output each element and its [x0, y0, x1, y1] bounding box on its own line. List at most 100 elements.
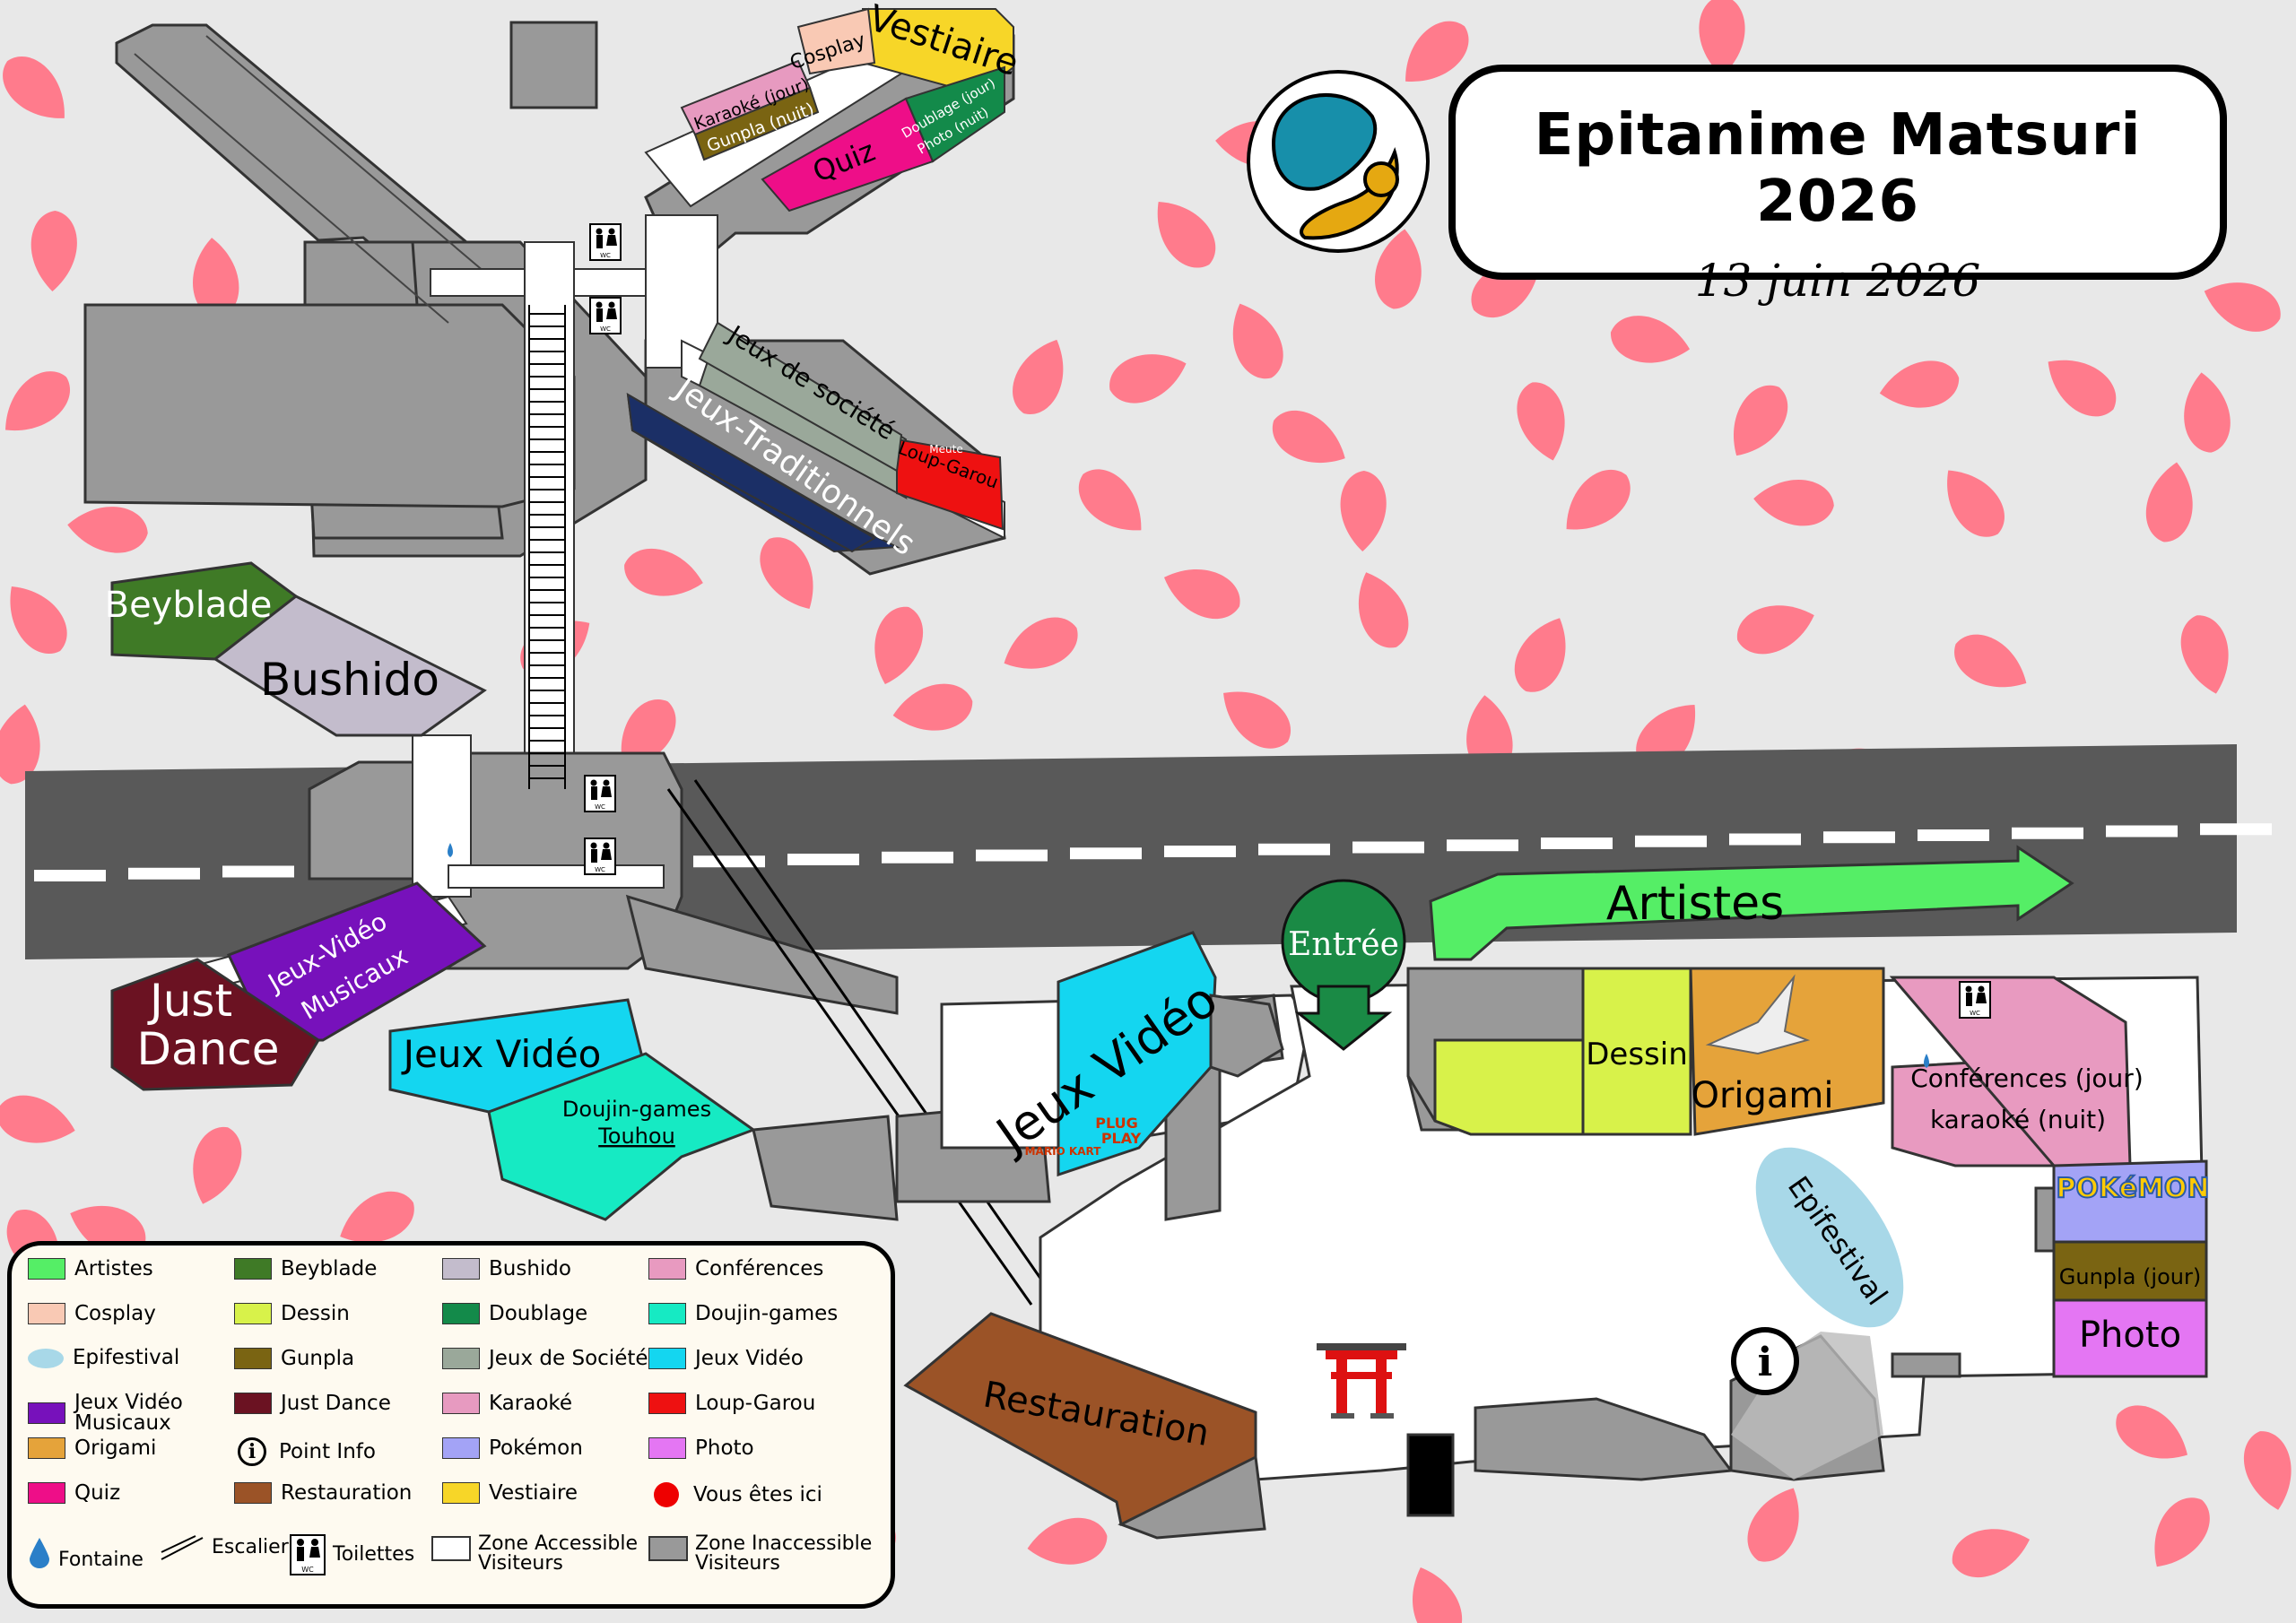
- logo-icon: [1247, 70, 1430, 253]
- room-just-dance: [110, 958, 321, 1091]
- legend-item: Quiz: [28, 1482, 234, 1504]
- petal: [2204, 282, 2281, 332]
- room-doujin-games: [487, 1052, 757, 1221]
- svg-text:WC: WC: [600, 325, 611, 333]
- road-dash: [1918, 829, 1989, 841]
- room-loup-garou: [896, 438, 1004, 531]
- wc-icon: WC: [1959, 981, 1991, 1019]
- petal: [1699, 0, 1745, 76]
- legend-label: Jeux de Société: [489, 1346, 648, 1370]
- petal: [0, 704, 40, 785]
- road-dash: [1070, 847, 1142, 860]
- svg-text:WC: WC: [595, 803, 605, 811]
- legend-item: Karaoké: [442, 1393, 648, 1414]
- petal: [1514, 618, 1566, 692]
- legend-item: Photo: [648, 1437, 855, 1459]
- legend-label: Loup-Garou: [695, 1391, 816, 1415]
- label-dance: Dance: [136, 1023, 279, 1075]
- svg-text:WC: WC: [600, 252, 611, 259]
- legend-item: Dessin: [234, 1303, 440, 1324]
- legend-escalier: Escalier: [160, 1534, 289, 1561]
- legend-swatch: [442, 1482, 480, 1504]
- petal: [874, 606, 923, 685]
- petal: [1157, 202, 1216, 268]
- petal: [760, 537, 813, 609]
- road-dash: [882, 851, 953, 864]
- petal: [2116, 1405, 2187, 1459]
- road-dash: [222, 865, 294, 878]
- entrance-label: Entrée: [1288, 926, 1399, 963]
- legend-swatch: [28, 1437, 65, 1459]
- petal: [1375, 229, 1422, 309]
- road-dash: [1164, 846, 1236, 857]
- stairs-icon: [161, 1535, 204, 1560]
- legend-swatch: [442, 1437, 480, 1459]
- svg-text:WC: WC: [1970, 1010, 1980, 1017]
- legend-swatch: [234, 1348, 272, 1369]
- legend-item: Vestiaire: [442, 1482, 648, 1504]
- label-play: PLAY: [1101, 1130, 1142, 1147]
- legend-label: Gunpla: [281, 1346, 355, 1370]
- legend-label: Dessin: [281, 1301, 350, 1325]
- road-dash: [1258, 843, 1330, 855]
- petal: [30, 211, 77, 291]
- room-photo: [2052, 1298, 2208, 1378]
- legend-label: Bushido: [489, 1256, 571, 1280]
- label-gunpla-jour: Gunpla (jour): [2059, 1264, 2201, 1289]
- road-dash: [1635, 835, 1707, 847]
- legend-swatch: [648, 1437, 686, 1459]
- legend-swatch: [648, 1258, 686, 1280]
- legend-swatch: [654, 1482, 679, 1507]
- petal: [1954, 634, 2027, 688]
- petal: [1610, 316, 1691, 363]
- legend-label: Point Info: [279, 1439, 376, 1463]
- road-dash: [1541, 838, 1613, 849]
- wc-icon: WC: [290, 1534, 326, 1575]
- road-dash: [34, 870, 106, 881]
- legend-label: Vestiaire: [489, 1480, 578, 1505]
- petal: [1004, 617, 1078, 669]
- road-dash: [2106, 825, 2178, 838]
- legend-item: Pokémon: [442, 1437, 648, 1459]
- petal: [2180, 615, 2229, 694]
- legend-item: Vous êtes ici: [648, 1482, 855, 1507]
- legend-item: Doujin-games: [648, 1303, 855, 1324]
- petal: [1517, 382, 1565, 461]
- legend-label: Beyblade: [281, 1256, 378, 1280]
- legend-swatch: [442, 1258, 480, 1280]
- label-meute: Meute: [929, 443, 962, 456]
- legend-swatch: [28, 1303, 65, 1324]
- legend-item: Epifestival: [28, 1348, 234, 1368]
- petal: [340, 1191, 414, 1243]
- legend-swatch: [442, 1303, 480, 1324]
- legend-swatch: [28, 1482, 65, 1504]
- legend-item: Artistes: [28, 1258, 234, 1280]
- room-bushido: [213, 595, 487, 737]
- petal: [1737, 605, 1814, 655]
- torii-icon: [1317, 1343, 1406, 1419]
- legend-item: Gunpla: [234, 1348, 440, 1369]
- petal: [1747, 1488, 1799, 1562]
- legend-item: Loup-Garou: [648, 1393, 855, 1414]
- page-title: Epitanime Matsuri 2026: [1534, 102, 2142, 235]
- room-quiz: [761, 97, 935, 213]
- petal: [1078, 469, 1142, 531]
- legend-label: Origami: [74, 1436, 157, 1460]
- legend-swatch: [28, 1402, 65, 1424]
- road-dash: [976, 849, 1048, 862]
- left-middle-rooms: [110, 561, 1051, 1221]
- legend-swatch: [442, 1393, 480, 1414]
- petal: [1753, 480, 1834, 526]
- label-plug: PLUG: [1095, 1115, 1137, 1132]
- petal: [1027, 1517, 1108, 1565]
- petal: [1879, 360, 1960, 408]
- legend-toilettes: WC Toilettes: [290, 1534, 414, 1575]
- petal: [1163, 569, 1240, 620]
- road-dash: [1729, 833, 1801, 846]
- lower-rooms: [903, 931, 2208, 1540]
- label-artistes: Artistes: [1606, 877, 1784, 931]
- petal: [1952, 1529, 2031, 1577]
- wc-icon: WC: [589, 297, 622, 334]
- petal: [193, 238, 239, 318]
